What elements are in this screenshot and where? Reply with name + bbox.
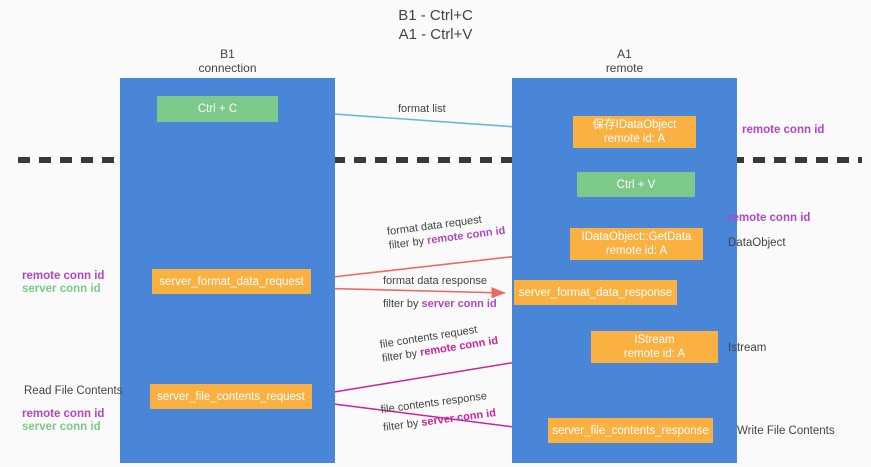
edge-label-format-list: format list [398,102,446,116]
node-save-idataobject[interactable]: 保存IDataObject remote id: A [573,116,696,148]
annotation-left-read-file-contents: Read File Contents [24,384,122,398]
node-format-request-label: server_format_data_request [159,275,304,288]
annotation-text: server conn id [22,421,101,433]
lane-header-b1-sub: connection [198,61,257,75]
annotation-text: remote conn id [728,212,811,224]
node-save-idataobject-line2: remote id: A [603,133,666,145]
annotation-left-remote-conn-id: remote conn id [22,269,104,283]
annotation-right-remote-conn-mid: remote conn id [728,211,810,225]
node-ctrl-c-label: Ctrl + C [197,103,238,115]
annotation-right-remote-conn-top: remote conn id [742,123,824,137]
annotation-text: remote conn id [742,124,825,136]
node-file-request-label: server_file_contents_request [157,390,305,403]
annotation-text: Read File Contents [24,385,123,397]
node-ctrl-c[interactable]: Ctrl + C [157,96,278,122]
annotation-text: remote conn id [22,408,105,420]
title-line-2: A1 - Ctrl+V [398,26,473,43]
annotation-text: server conn id [22,283,101,295]
lane-header-b1: B1 connection [120,47,335,75]
node-getdata-line2: remote id: A [605,245,668,257]
node-server-format-data-response[interactable]: server_format_data_response [514,280,677,305]
arrow-format-data-response [310,287,506,299]
arrow-file-contents-response [317,401,546,435]
node-save-idataobject-line1: 保存IDataObject [592,119,677,131]
node-istream-line2: remote id: A [623,348,686,360]
filter-key-server-conn-id: server conn id [421,298,497,310]
title-line-1: B1 - Ctrl+C [398,7,473,24]
annotation-text: Istream [728,342,767,354]
annotation-right-istream: Istream [728,341,766,355]
edge-format-data-response-text: format data response [383,275,487,287]
annotation-right-write-file-contents: Write File Contents [737,424,835,438]
node-getdata-line1: IDataObject::GetData [581,231,692,243]
annotation-left-server-conn-id-2: server conn id [22,420,101,434]
node-istream[interactable]: IStream remote id: A [591,331,718,363]
lane-header-a1: A1 remote [512,47,737,75]
lane-header-a1-name: A1 [617,47,632,61]
annotation-text: remote conn id [22,270,105,282]
annotation-left-server-conn-id: server conn id [22,282,101,296]
filter-prefix: filter by [383,298,422,310]
node-istream-line1: IStream [634,334,675,346]
node-ctrl-v[interactable]: Ctrl + V [577,172,695,197]
edge-format-data-response-filter: filter by server conn id [383,297,497,311]
node-file-response-label: server_file_contents_response [552,424,709,437]
lane-header-a1-sub: remote [605,61,644,75]
node-server-file-contents-request[interactable]: server_file_contents_request [150,384,312,409]
edge-format-list-text: format list [398,103,446,115]
node-idataobject-getdata[interactable]: IDataObject::GetData remote id: A [570,228,703,260]
lane-header-b1-name: B1 [220,47,235,61]
annotation-right-dataobject: DataObject [728,236,786,250]
annotation-text: DataObject [728,237,786,249]
edge-label-format-data-response: format data response filter by server co… [383,274,497,311]
node-server-file-contents-response[interactable]: server_file_contents_response [548,418,713,443]
node-server-format-data-request[interactable]: server_format_data_request [152,269,311,294]
annotation-text: Write File Contents [737,425,835,437]
node-format-response-label: server_format_data_response [518,286,673,299]
node-ctrl-v-label: Ctrl + V [616,178,656,191]
page-title: B1 - Ctrl+C A1 - Ctrl+V [0,6,871,44]
annotation-left-remote-conn-id-2: remote conn id [22,407,104,421]
